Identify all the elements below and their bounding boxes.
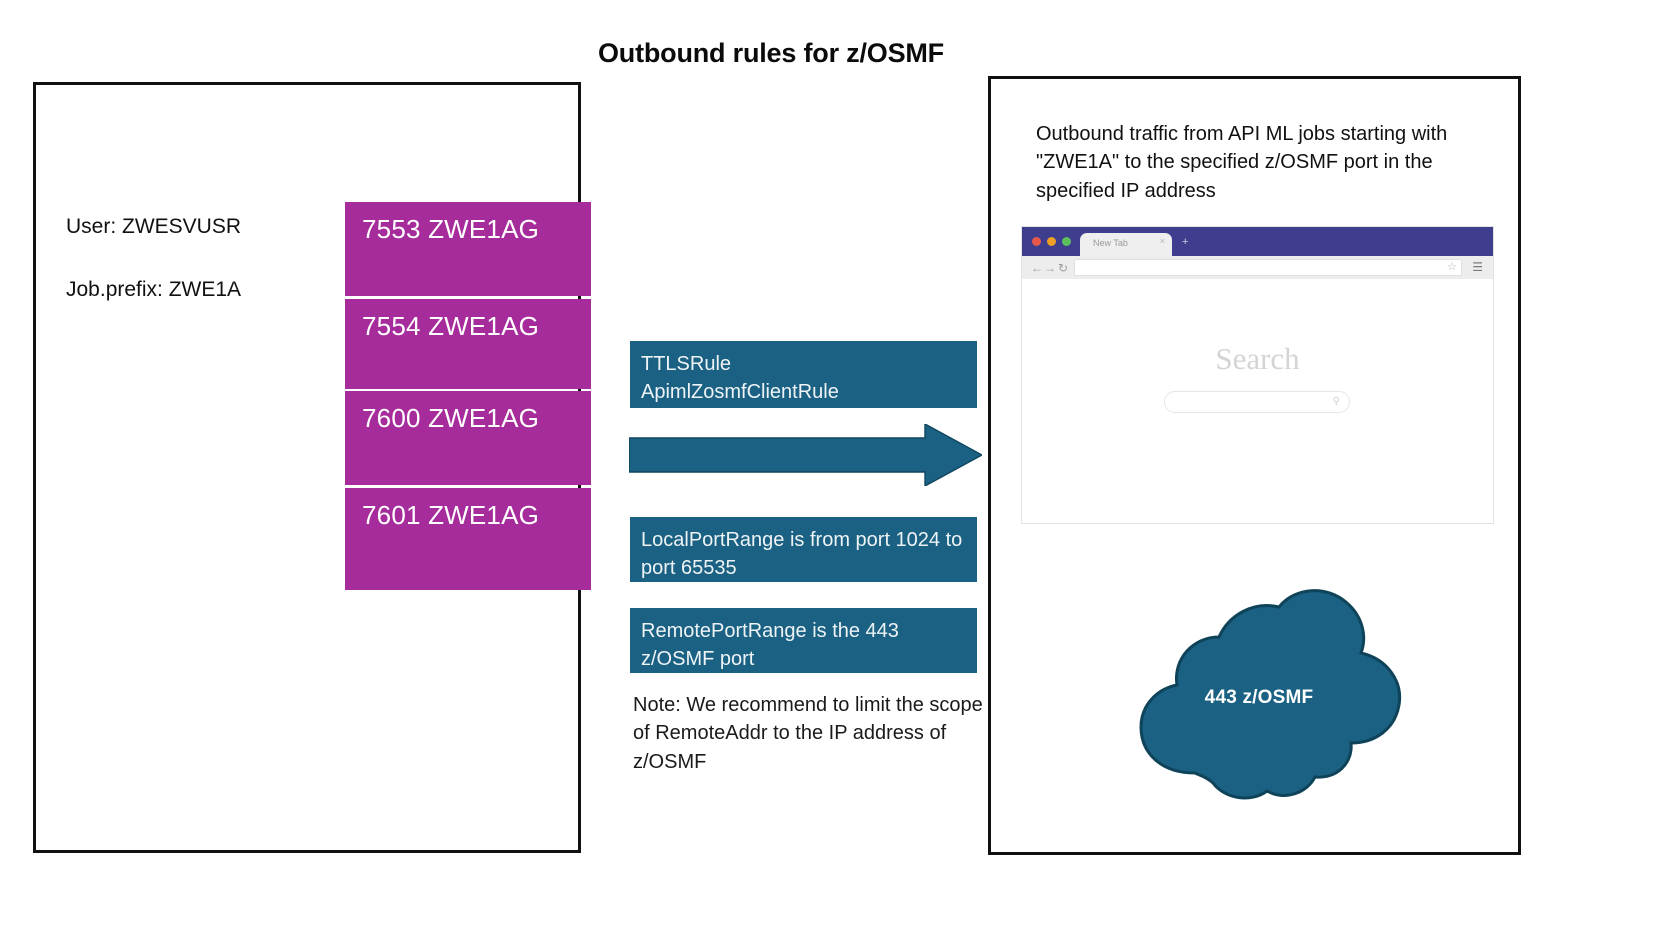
page-title: Outbound rules for z/OSMF: [0, 38, 1672, 69]
port-box-label: 7600 ZWE1AG: [362, 403, 540, 433]
page-title-text: Outbound rules for z/OSMF: [598, 38, 944, 68]
port-box-label: 7554 ZWE1AG: [362, 311, 540, 341]
search-input[interactable]: ⚲: [1164, 391, 1350, 413]
right-panel-caption: Outbound traffic from API ML jobs starti…: [1036, 123, 1448, 202]
port-box-label: 7601 ZWE1AG: [362, 500, 540, 530]
reload-icon[interactable]: ↻: [1058, 261, 1069, 275]
cloud-label: 443 z/OSMF: [1204, 687, 1314, 708]
local-port-range-text: LocalPortRange is from port 1024 to port…: [641, 529, 963, 580]
close-icon[interactable]: ×: [1159, 236, 1165, 246]
local-port-range-box: LocalPortRange is from port 1024 to port…: [630, 517, 977, 582]
window-minimize-dot-icon[interactable]: [1047, 237, 1056, 246]
new-tab-plus-icon[interactable]: +: [1182, 236, 1189, 248]
flow-arrow-icon: [629, 424, 982, 486]
star-bookmark-icon[interactable]: ☆: [1447, 261, 1457, 273]
browser-window-mock: New Tab × + ← → ↻ ☆ ☰ Search ⚲: [1022, 227, 1493, 523]
port-box: 7554 ZWE1AG: [345, 299, 591, 389]
cloud-icon: [1139, 589, 1402, 800]
note-text: Note: We recommend to limit the scope of…: [633, 694, 983, 773]
ttls-rule-box: TTLSRule ApimlZosmfClientRule: [630, 341, 977, 408]
browser-tab[interactable]: New Tab ×: [1080, 233, 1172, 256]
ttls-rule-line-1: TTLSRule: [641, 353, 732, 375]
hamburger-menu-icon[interactable]: ☰: [1472, 260, 1483, 274]
port-box-label: 7553 ZWE1AG: [362, 214, 540, 244]
browser-toolbar: ← → ↻ ☆ ☰: [1022, 256, 1493, 279]
search-icon: ⚲: [1332, 396, 1340, 407]
browser-titlebar: New Tab × +: [1022, 227, 1493, 256]
remote-port-range-text: RemotePortRange is the 443 z/OSMF port: [641, 620, 899, 671]
zosmf-cloud: 443 z/OSMF: [1099, 577, 1419, 817]
browser-viewport: Search ⚲: [1022, 279, 1493, 523]
right-panel: Outbound traffic from API ML jobs starti…: [988, 76, 1521, 855]
job-prefix-label: Job.prefix: ZWE1A: [66, 278, 242, 301]
back-arrow-icon[interactable]: ←: [1031, 261, 1043, 275]
forward-arrow-icon[interactable]: →: [1044, 261, 1056, 275]
browser-tab-label: New Tab: [1093, 238, 1128, 248]
remote-port-range-box: RemotePortRange is the 443 z/OSMF port: [630, 608, 977, 673]
left-panel: User: ZWESVUSR Job.prefix: ZWE1A 7553 ZW…: [33, 82, 591, 853]
window-close-dot-icon[interactable]: [1032, 237, 1041, 246]
url-input[interactable]: [1074, 259, 1462, 276]
window-maximize-dot-icon[interactable]: [1062, 237, 1071, 246]
port-box: 7600 ZWE1AG: [345, 391, 591, 485]
user-label: User: ZWESVUSR: [66, 215, 242, 238]
port-box: 7601 ZWE1AG: [345, 488, 591, 590]
search-heading: Search: [1215, 341, 1300, 376]
port-box: 7553 ZWE1AG: [345, 202, 591, 296]
ttls-rule-line-2: ApimlZosmfClientRule: [641, 381, 839, 404]
